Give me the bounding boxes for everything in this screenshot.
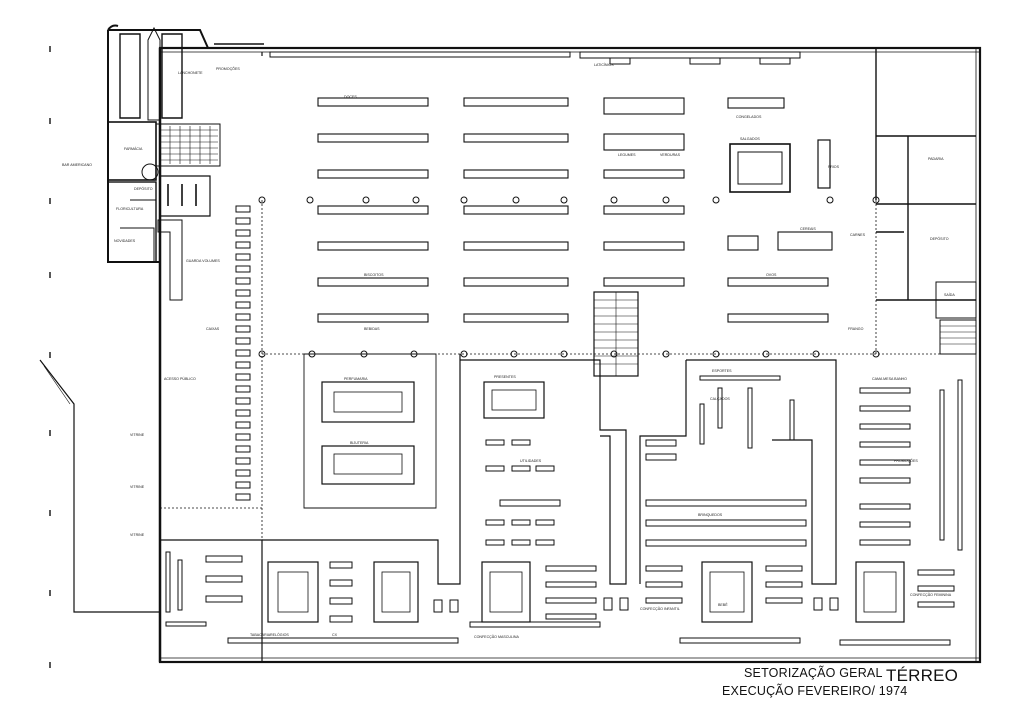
- label-verduras: VERDURAS: [660, 153, 681, 157]
- label-perfumaria: PERFUMARIA: [344, 377, 368, 381]
- label-saida: SAÍDA: [944, 293, 955, 297]
- label-frango: FRANGO: [848, 327, 864, 331]
- caption-floor: TÉRREO: [886, 666, 959, 685]
- label-novidades: NOVIDADES: [114, 239, 136, 243]
- label-legumes: LEGUMES: [618, 153, 636, 157]
- label-utilidades: UTILIDADES: [520, 459, 542, 463]
- label-caixas: CAIXAS: [206, 327, 220, 331]
- label-guarda-volumes: GUARDA VOLUMES: [186, 259, 220, 263]
- label-bijuteria: BIJUTERIA: [350, 441, 369, 445]
- label-frios: FRIOS: [828, 165, 840, 169]
- label-tabacaria: TABACARIA: [250, 633, 271, 637]
- label-ovos: OVOS: [766, 273, 777, 277]
- label-vitrine-2: VITRINE: [130, 485, 145, 489]
- label-relogios: RELÓGIOS: [270, 632, 289, 637]
- caption-setorizacao: SETORIZAÇÃO GERAL: [744, 666, 883, 680]
- label-brinquedos: BRINQUEDOS: [698, 513, 723, 517]
- label-bebe: BEBÊ: [718, 602, 728, 607]
- label-bar-americano: BAR AMERICANO: [62, 163, 92, 167]
- label-esportes: ESPORTES: [712, 369, 732, 373]
- label-floricultura: FLORICULTURA: [116, 207, 144, 211]
- label-padaria: PADARIA: [928, 157, 944, 161]
- label-confeccao-fem: CONFECÇÃO FEMININA: [910, 592, 952, 597]
- label-congelados: CONGELADOS: [736, 115, 762, 119]
- label-calcados: CALÇADOS: [710, 397, 730, 401]
- label-deposito: DEPÓSITO: [134, 186, 153, 191]
- label-carnes: CARNES: [850, 233, 866, 237]
- label-salgados: SALGADOS: [740, 137, 760, 141]
- label-farmacia: FARMÁCIA: [124, 147, 143, 151]
- label-cx: CX: [332, 633, 338, 637]
- label-confeccao-infantil: CONFECÇÃO INFANTIL: [640, 606, 680, 611]
- outer-wall: [158, 46, 982, 664]
- label-biscoitos: BISCOITOS: [364, 273, 384, 277]
- label-cama-mesa-banho: CAMA MESA BANHO: [872, 377, 907, 381]
- deli-counter: [729, 143, 791, 193]
- label-doces: DOCES: [344, 95, 357, 99]
- label-confeccao-masc: CONFECÇÃO MASCULINA: [474, 634, 520, 639]
- label-laticinios: LATICÍNIOS: [594, 63, 614, 67]
- label-vitrine-1: VITRINE: [130, 433, 145, 437]
- label-vitrine-3: VITRINE: [130, 533, 145, 537]
- label-promocoes-top: PROMOÇÕES: [216, 66, 240, 71]
- label-lanchonete: LANCHONETE: [178, 71, 203, 75]
- caption-execucao: EXECUÇÃO FEVEREIRO/ 1974: [722, 684, 908, 698]
- label-deposito-dir: DEPÓSITO: [930, 236, 949, 241]
- label-bebidas: BEBIDAS: [364, 327, 380, 331]
- label-cereais: CEREAIS: [800, 227, 816, 231]
- label-promocoes: PROMOÇÕES: [894, 458, 918, 463]
- label-presentes: PRESENTES: [494, 375, 516, 379]
- label-acesso-publico: ACESSO PÚBLICO: [164, 376, 196, 381]
- service-block: [875, 48, 976, 301]
